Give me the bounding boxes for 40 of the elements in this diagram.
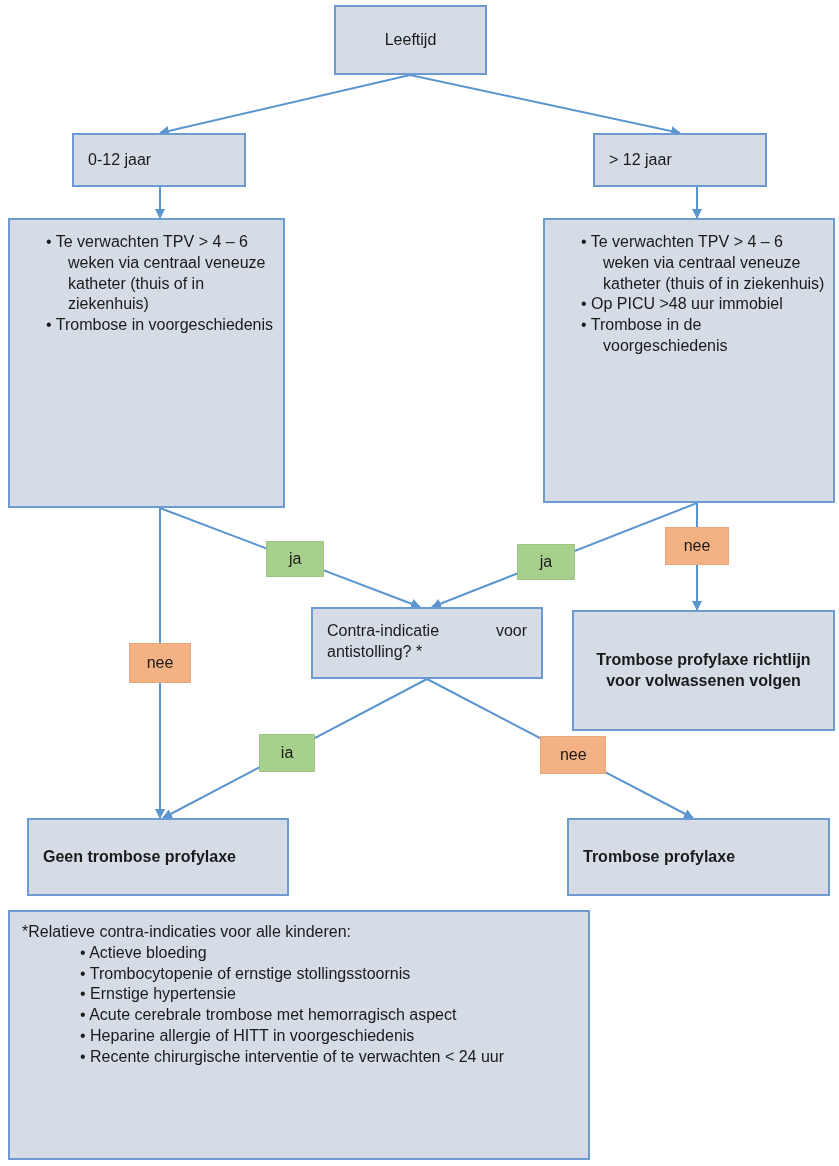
bullet-item: • Ernstige hypertensie: [80, 984, 237, 1005]
bullet-item: • Te verwachten TPV > 4 – 6 weken via centraal veneuze katheter (thuis of in ziekenhuis): [581, 232, 825, 294]
note-box: [8, 910, 590, 1160]
box-text: Trombose profylaxe: [583, 846, 737, 867]
bullet-item: • Recente chirurgische interventie of te verwachten < 24 uur: [80, 1046, 506, 1067]
box-text: Contra-indicatie voor antistolling? *: [327, 621, 527, 662]
box-text: Trombose profylaxe richtlijn voor volwassenen volgen: [595, 649, 812, 691]
process-box: [334, 5, 487, 75]
edge-label: nee: [129, 643, 191, 683]
box-text: > 12 jaar: [609, 149, 673, 170]
bullet-item: • Trombose in voorgeschiedenis: [46, 315, 275, 336]
edge-label: ia: [259, 733, 316, 772]
bullet-item: • Trombose in de voorgeschiedenis: [581, 315, 729, 356]
process-box: [567, 818, 830, 896]
arrow: [409, 74, 681, 136]
edge-label: nee: [540, 736, 607, 775]
arrow: [155, 186, 165, 219]
bullet-item: • Op PICU >48 uur immobiel: [581, 294, 784, 315]
bullet-item: • Actieve bloeding: [80, 942, 208, 963]
process-box: [27, 818, 289, 896]
arrow: [159, 74, 411, 136]
process-box: [593, 133, 767, 187]
bullet-item: • Te verwachten TPV > 4 – 6 weken via centraal veneuze katheter (thuis of in ziekenhuis): [46, 232, 267, 315]
edge-label: ja: [266, 541, 325, 578]
arrow: [155, 507, 165, 819]
process-box: [72, 133, 246, 187]
process-box: [572, 610, 835, 731]
bullet-item: • Trombocytopenie of ernstige stollingsstoornis: [80, 963, 412, 984]
box-text: Geen trombose profylaxe: [43, 846, 237, 867]
note-heading: *Relatieve contra-indicaties voor alle kinderen:: [22, 922, 353, 942]
box-text: 0-12 jaar: [88, 149, 153, 170]
criteria-box: [8, 218, 285, 508]
edge-label: nee: [665, 526, 729, 565]
bullet-item: • Acute cerebrale trombose met hemorragisch aspect: [80, 1005, 458, 1026]
criteria-box: [543, 218, 835, 503]
arrow: [692, 186, 702, 219]
box-text: Leeftijd: [383, 29, 438, 50]
bullet-item: • Heparine allergie of HITT in voorgeschiedenis: [80, 1026, 416, 1046]
process-box: [311, 607, 543, 679]
edge-label: ja: [516, 544, 575, 581]
